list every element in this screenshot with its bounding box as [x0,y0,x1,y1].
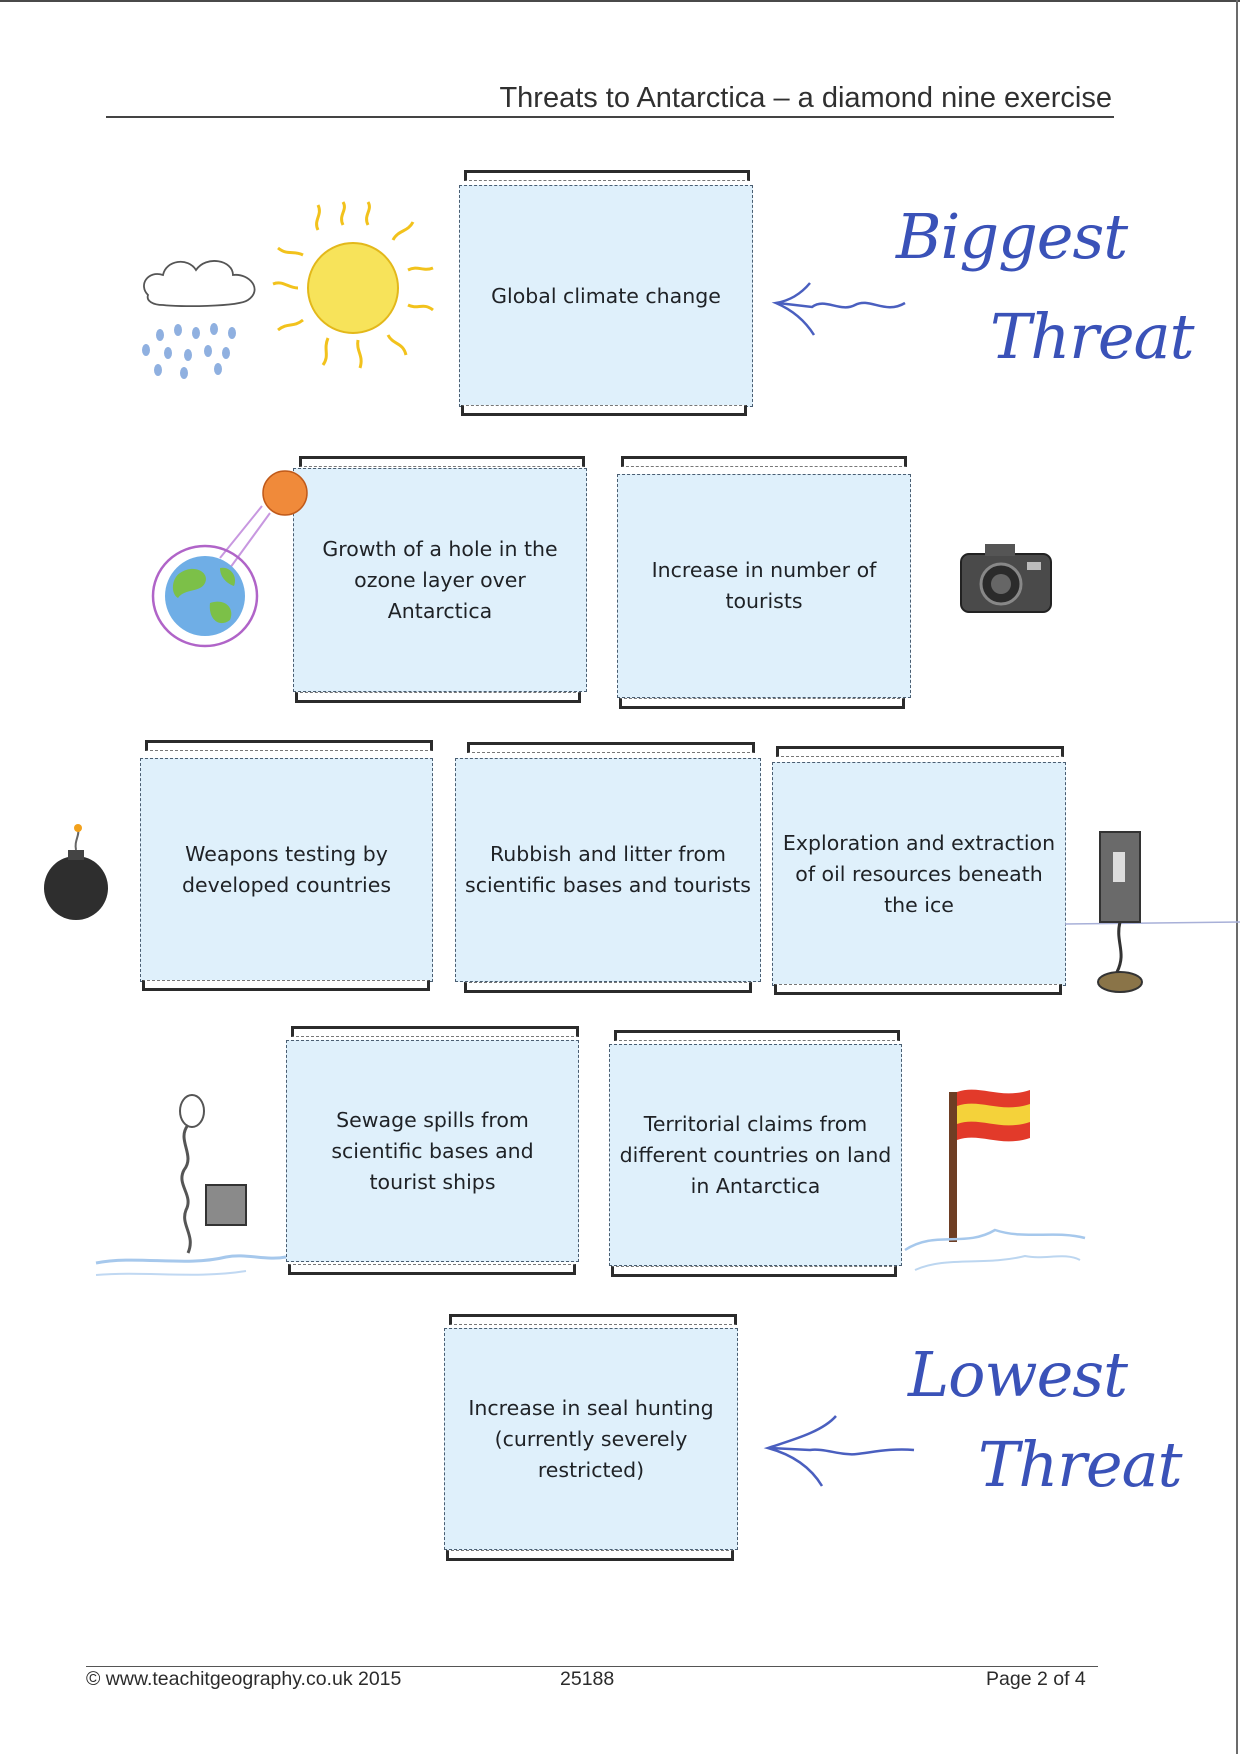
card-7-top-tab [291,1026,579,1037]
sewage-pipe-icon [95,1094,287,1276]
card-8-text: Territorial claims from different countr… [619,1111,892,1198]
lowest-label: Lowest [908,1338,1128,1411]
card-3-top-tab [621,456,907,467]
card-2-top-tab [299,456,585,467]
page-title: Threats to Antarctica – a diamond nine e… [499,82,1112,114]
card-7-text: Sewage spills from scientific bases and … [331,1107,534,1194]
card-9-bottom-tab [446,1550,734,1561]
footer-rule [86,1666,1098,1667]
card-2-text: Growth of a hole in the ozone layer over… [322,536,558,623]
lowest-threat-label: Threat [978,1428,1182,1501]
card-3-text: Increase in number of tourists [651,558,877,613]
footer-code: 25188 [560,1668,615,1690]
card-rubbish-litter[interactable]: Rubbish and litter from scientific bases… [455,758,761,982]
card-sewage-spills[interactable]: Sewage spills from scientific bases and … [286,1040,579,1262]
card-4-top-tab [145,740,433,751]
card-4-bottom-tab [142,980,430,991]
biggest-threat-label: Threat [990,300,1194,373]
card-9-top-tab [449,1314,737,1325]
cloud-rain-icon [142,260,256,379]
card-6-text: Exploration and extraction of oil resour… [782,830,1056,917]
sun-icon [272,201,434,369]
card-territorial-claims[interactable]: Territorial claims from different countr… [609,1044,902,1266]
card-5-text: Rubbish and litter from scientific bases… [465,842,751,897]
biggest-label: Biggest [896,200,1128,273]
lowest-arrow-icon [763,1415,915,1487]
card-8-top-tab [614,1030,900,1041]
card-1-top-tab [464,170,750,181]
oil-rig-icon [1064,831,1240,993]
card-6-bottom-tab [774,984,1062,995]
scan-right-edge [1236,0,1238,1754]
card-5-top-tab [467,742,755,753]
card-tourist-numbers[interactable]: Increase in number of tourists [617,474,911,698]
spain-flag-icon [904,1089,1086,1271]
footer-page-number: Page 2 of 4 [986,1668,1086,1690]
card-1-text: Global climate change [491,283,721,308]
card-global-climate-change[interactable]: Global climate change [459,185,753,407]
card-8-bottom-tab [611,1266,897,1277]
card-7-bottom-tab [288,1264,576,1275]
card-2-bottom-tab [295,692,581,703]
card-ozone-hole[interactable]: Growth of a hole in the ozone layer over… [293,468,587,692]
card-5-bottom-tab [464,982,752,993]
header-rule [106,116,1114,118]
biggest-arrow-icon [771,282,906,336]
card-9-text: Increase in seal hunting (currently seve… [468,1395,714,1482]
card-4-text: Weapons testing by developed countries [181,842,391,897]
card-seal-hunting[interactable]: Increase in seal hunting (currently seve… [444,1328,738,1550]
card-6-top-tab [776,746,1064,757]
scan-top-edge [0,0,1240,2]
camera-icon [960,544,1052,613]
bomb-icon [44,824,108,920]
card-1-bottom-tab [461,405,747,416]
card-oil-exploration[interactable]: Exploration and extraction of oil resour… [772,762,1066,986]
footer-copyright: © www.teachitgeography.co.uk 2015 [86,1668,402,1690]
earth-ozone-icon [151,470,308,648]
card-weapons-testing[interactable]: Weapons testing by developed countries [140,758,433,982]
card-3-bottom-tab [619,698,905,709]
